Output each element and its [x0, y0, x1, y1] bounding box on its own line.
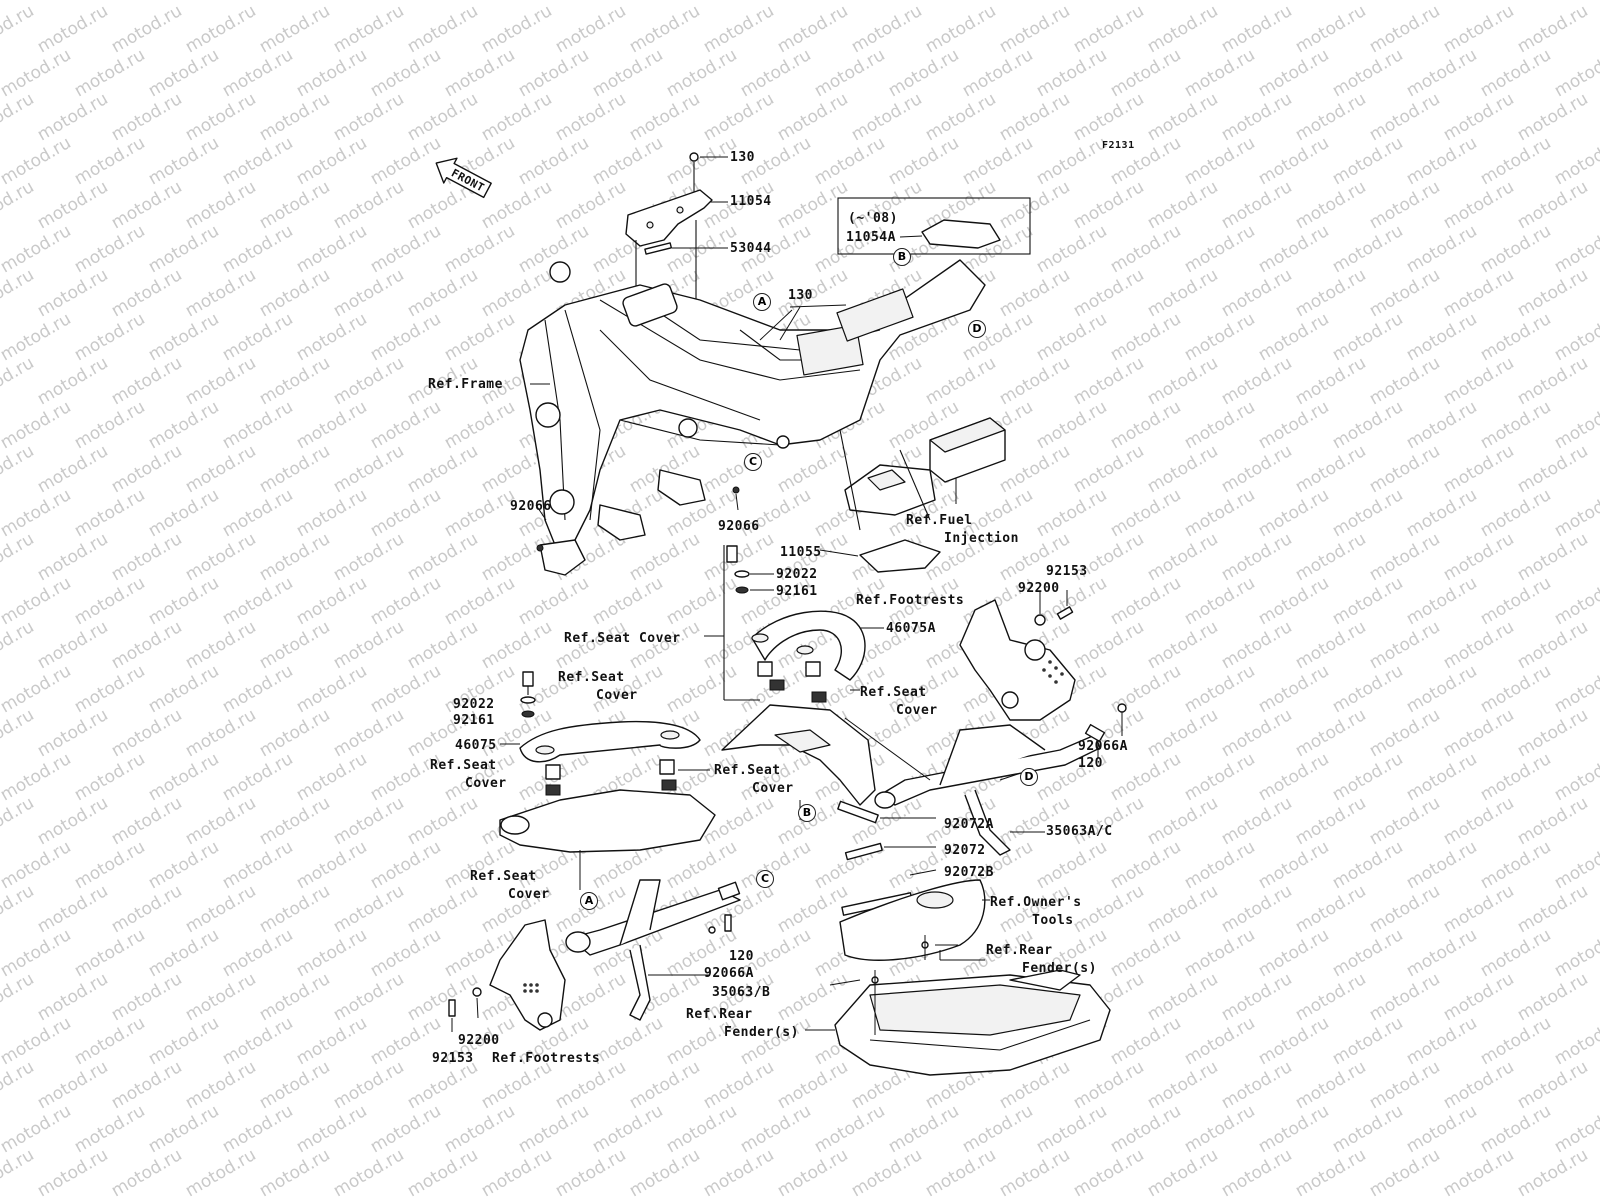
rear-fender-tray	[834, 935, 1111, 1076]
bracket-11054-group	[625, 152, 728, 305]
label-ref-seat-c-cover: Cover	[465, 776, 507, 791]
label-ref-owners-tools: Tools	[1032, 913, 1074, 928]
label-92153-left: 92153	[432, 1051, 474, 1066]
label-ref-rear-a-fender: Fender(s)	[1022, 961, 1097, 976]
inset-year-note: (~'08)	[848, 211, 898, 226]
label-53044: 53044	[730, 241, 772, 256]
label-92066a-left: 92066A	[704, 966, 754, 981]
front-arrow-icon	[435, 157, 492, 199]
label-35063ac: 35063A/C	[1046, 824, 1113, 839]
label-92066-left: 92066	[510, 499, 552, 514]
label-ref-seat-e: Ref.Seat	[470, 869, 537, 884]
figure-id: F2131	[1102, 140, 1135, 151]
label-ref-rear-a: Ref.Rear	[986, 943, 1053, 958]
label-ref-rear-b-fender: Fender(s)	[724, 1025, 799, 1040]
footrest-bracket-left	[448, 919, 566, 1032]
label-ref-seat-b-cover: Cover	[896, 703, 938, 718]
grab-handle-46075a	[751, 610, 866, 681]
label-92200-left: 92200	[458, 1033, 500, 1048]
label-46075a: 46075A	[886, 621, 936, 636]
label-ref-fuel-injection: Injection	[944, 531, 1019, 546]
label-92153-top: 92153	[1046, 564, 1088, 579]
label-92161-top: 92161	[776, 584, 818, 599]
footrest-bracket-right	[959, 590, 1076, 721]
label-ref-seat-b: Ref.Seat	[860, 685, 927, 700]
seat-fasteners-top	[723, 545, 827, 703]
grab-bar-right	[874, 703, 1127, 856]
label-92066-mid: 92066	[718, 519, 760, 534]
label-92022-left: 92022	[453, 697, 495, 712]
label-92072b: 92072B	[944, 865, 994, 880]
callout-c-bottom: C	[756, 870, 774, 888]
label-92200-top: 92200	[1018, 581, 1060, 596]
label-92072a: 92072A	[944, 817, 994, 832]
callout-a-top: A	[753, 293, 771, 311]
label-ref-seat-e-cover: Cover	[508, 887, 550, 902]
callout-c-top: C	[744, 453, 762, 471]
seat-cover-left	[499, 789, 716, 853]
label-ref-fuel: Ref.Fuel	[906, 513, 973, 528]
label-11054: 11054	[730, 194, 772, 209]
label-ref-footrests-left: Ref.Footrests	[492, 1051, 601, 1066]
label-120-right: 120	[1078, 756, 1103, 771]
label-130-top: 130	[730, 150, 755, 165]
label-ref-seat-d: Ref.Seat	[714, 763, 781, 778]
label-92072: 92072	[944, 843, 986, 858]
label-ref-seat-a: Ref.Seat	[558, 670, 625, 685]
tool-bag	[839, 879, 986, 961]
grab-bar-left	[565, 879, 741, 1021]
bracket-11054a	[921, 219, 1001, 249]
inset-part-11054a: 11054A	[846, 230, 896, 245]
label-ref-frame: Ref.Frame	[428, 377, 503, 392]
callout-d-top: D	[968, 320, 986, 338]
label-46075: 46075	[455, 738, 497, 753]
callout-b-top: B	[893, 248, 911, 266]
label-ref-seat-a-cover: Cover	[596, 688, 638, 703]
label-ref-seat-d-cover: Cover	[752, 781, 794, 796]
label-11055: 11055	[780, 545, 822, 560]
label-ref-seat-cover-long: Ref.Seat Cover	[564, 631, 681, 646]
label-ref-rear-b: Ref.Rear	[686, 1007, 753, 1022]
label-92161-left: 92161	[453, 713, 495, 728]
callout-a-bottom: A	[580, 892, 598, 910]
label-ref-footrests-top: Ref.Footrests	[856, 593, 965, 608]
label-92022-top: 92022	[776, 567, 818, 582]
grab-handle-46075	[519, 720, 701, 763]
label-130-mid: 130	[788, 288, 813, 303]
inset-box	[837, 197, 1031, 255]
fuel-injection-parts	[819, 417, 1006, 573]
label-35063b: 35063/B	[712, 985, 771, 1000]
main-frame	[519, 259, 986, 576]
callout-b-mid: B	[798, 804, 816, 822]
seat-cover-center	[721, 704, 876, 806]
label-ref-seat-c: Ref.Seat	[430, 758, 497, 773]
label-120-left: 120	[729, 949, 754, 964]
callout-d-mid: D	[1020, 768, 1038, 786]
label-ref-owners: Ref.Owner's	[990, 895, 1082, 910]
label-92066a-right: 92066A	[1078, 739, 1128, 754]
